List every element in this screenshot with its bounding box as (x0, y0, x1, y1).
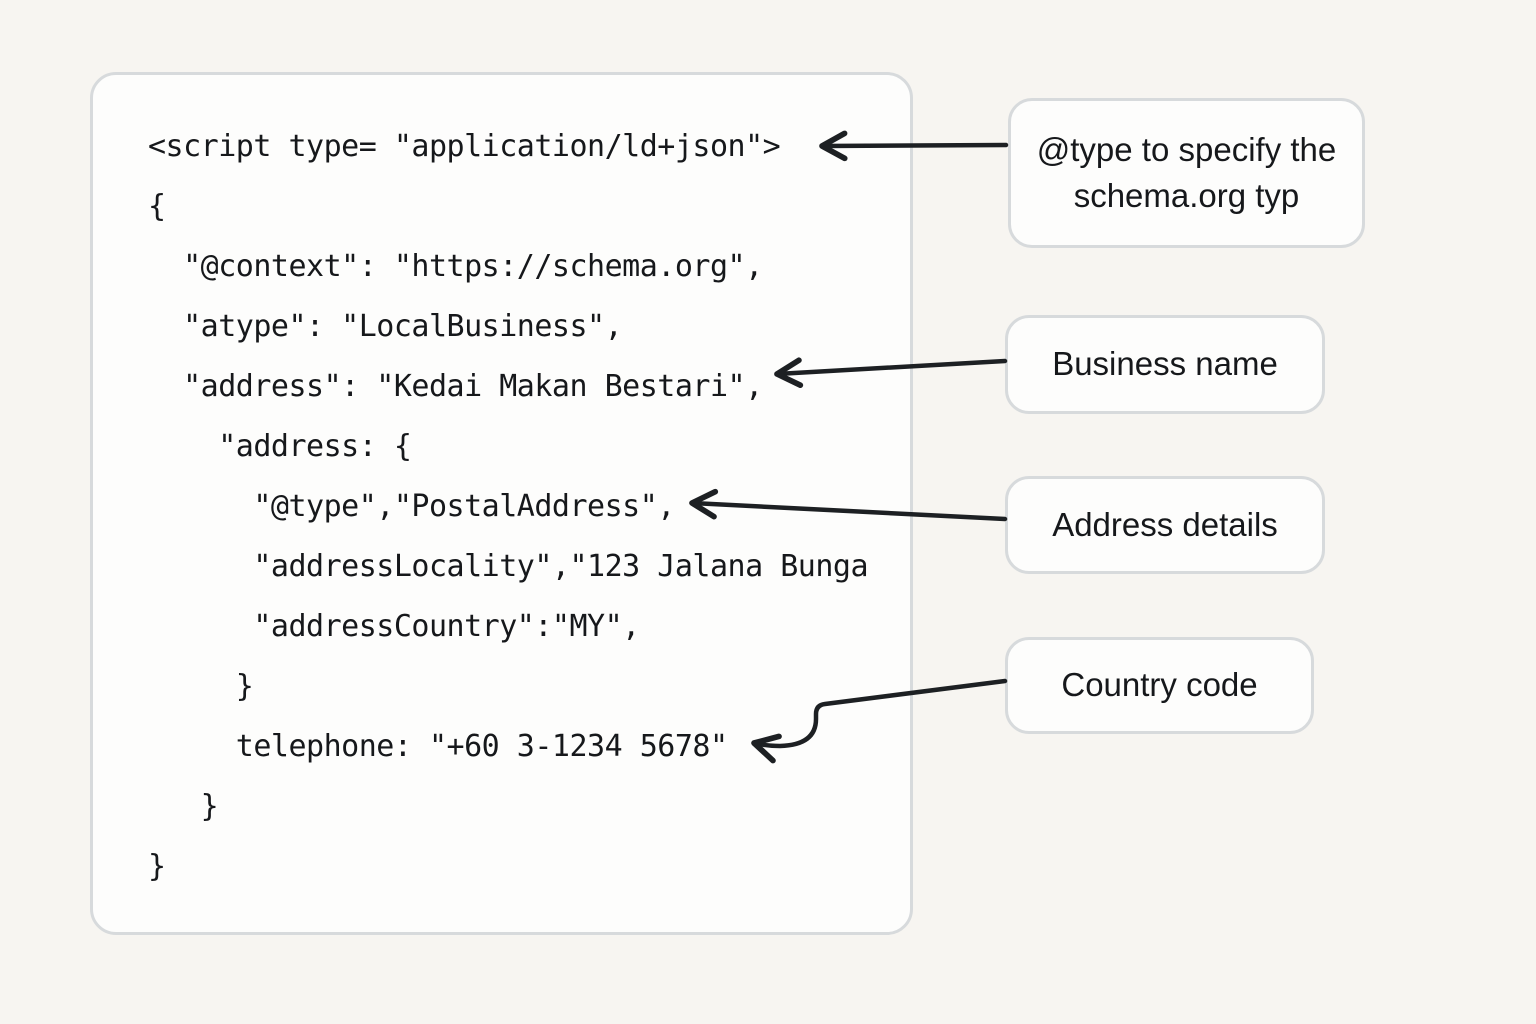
callout-schema-type: @type to specify the schema.org typ (1008, 98, 1365, 248)
code-line: "addressCountry":"MY", (148, 609, 640, 644)
code-line: "address": "Kedai Makan Bestari", (148, 369, 763, 404)
code-line: } (148, 789, 219, 824)
callout-country-code-label: Country code (1061, 666, 1258, 704)
code-panel: <script type= "application/ld+json"> { "@… (90, 72, 913, 935)
code-line: "@type","PostalAddress", (148, 489, 675, 524)
callout-address-details: Address details (1005, 476, 1325, 574)
callout-country-code: Country code (1005, 637, 1314, 734)
code-line: telephone: "+60 3-1234 5678" (148, 729, 728, 764)
callout-schema-type-label: @type to specify the schema.org typ (1036, 130, 1337, 214)
code-line: "address: { (148, 429, 412, 464)
code-line: "atype": "LocalBusiness", (148, 309, 623, 344)
callout-business-name: Business name (1005, 315, 1325, 414)
callout-business-name-label: Business name (1052, 345, 1278, 383)
code-line: "@context": "https://schema.org", (148, 249, 763, 284)
callout-address-details-label: Address details (1052, 505, 1278, 543)
code-line: { (148, 189, 166, 224)
code-line: } (148, 669, 254, 704)
code-line: } (148, 849, 166, 884)
code-line: "addressLocality","123 Jalana Bunga (148, 549, 869, 584)
code-line: <script type= "application/ld+json"> (148, 129, 781, 164)
code-lines: <script type= "application/ld+json"> { "@… (148, 117, 900, 897)
